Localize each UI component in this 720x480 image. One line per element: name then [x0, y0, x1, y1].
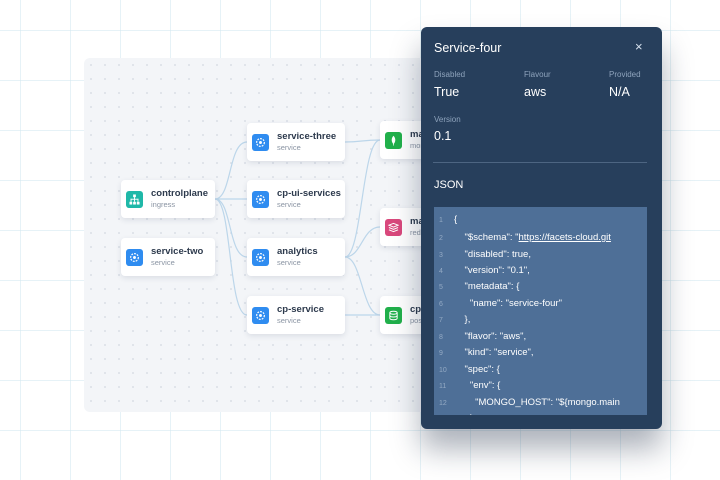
network-icon [126, 190, 143, 208]
json-heading: JSON [434, 179, 464, 191]
close-icon[interactable]: × [635, 39, 643, 54]
line-number: 12 [439, 400, 447, 407]
line-number: 10 [439, 367, 447, 374]
code-line: 8 "flavor": "aws", [434, 329, 647, 345]
schema-link[interactable]: https://facets-cloud.git [518, 232, 611, 243]
flavour-value: aws [524, 85, 547, 99]
node-kind: service [277, 143, 301, 152]
code-line: 10 "spec": { [434, 362, 647, 378]
code-text: }, [454, 413, 476, 415]
node-cp-ui-services[interactable]: cp-ui-services service [247, 180, 345, 218]
line-number: 2 [439, 235, 443, 242]
node-title: service-three [277, 131, 337, 142]
mongo-leaf-icon [385, 131, 402, 149]
service-detail-panel: Service-four × Disabled True Flavour aws… [421, 27, 662, 429]
code-text: "env": { [454, 380, 501, 391]
db-icon [385, 306, 402, 324]
gear-icon [252, 133, 269, 151]
code-text: "$schema": " [454, 232, 519, 243]
node-title: cp- [410, 304, 425, 315]
node-kind: service [277, 200, 301, 209]
provided-value: N/A [609, 85, 630, 99]
gear-icon [126, 248, 143, 266]
node-controlplane[interactable]: controlplane ingress [121, 180, 215, 218]
node-kind: redi [410, 228, 423, 237]
line-number: 9 [439, 350, 443, 357]
code-line: 11 "env": { [434, 378, 647, 394]
node-kind: service [277, 258, 301, 267]
node-title: controlplane [151, 188, 209, 199]
code-text: "spec": { [454, 364, 500, 375]
code-line: 12 "MONGO_HOST": "${mongo.main [434, 395, 647, 411]
code-line: 3 "disabled": true, [434, 247, 647, 263]
node-kind: service [151, 258, 175, 267]
gear-icon [252, 248, 269, 266]
line-number: 13 [434, 412, 454, 415]
line-number: 1 [439, 217, 443, 224]
panel-divider [433, 162, 647, 163]
node-service-three[interactable]: service-three service [247, 123, 345, 161]
redis-stack-icon [385, 218, 402, 236]
code-line: 7 }, [434, 312, 647, 328]
line-number: 6 [439, 301, 443, 308]
code-text: "disabled": true, [454, 249, 531, 260]
gear-icon [252, 190, 269, 208]
code-text: "name": "service-four" [454, 298, 562, 309]
line-number: 8 [439, 334, 443, 341]
line-number: 5 [439, 284, 443, 291]
json-code-viewer[interactable]: 1{ 2 "$schema": "https://facets-cloud.gi… [434, 207, 647, 415]
line-number: 11 [439, 383, 447, 390]
code-line: 13 }, [434, 411, 647, 415]
node-title: cp-service [277, 304, 325, 315]
flavour-label: Flavour [524, 70, 551, 79]
code-text: "metadata": { [454, 281, 520, 292]
node-cp-service[interactable]: cp-service service [247, 296, 345, 334]
disabled-label: Disabled [434, 70, 466, 79]
version-label: Version [434, 115, 461, 124]
node-title: ma [410, 129, 424, 140]
code-text: "version": "0.1", [454, 265, 530, 276]
node-kind: service [277, 316, 301, 325]
code-text: }, [454, 314, 471, 325]
node-kind: ingress [151, 200, 176, 209]
code-text: "kind": "service", [454, 347, 534, 358]
code-text: { [454, 214, 458, 225]
node-kind: pos [410, 316, 423, 325]
code-line: 4 "version": "0.1", [434, 263, 647, 279]
panel-title: Service-four [434, 41, 502, 55]
code-line: 6 "name": "service-four" [434, 296, 647, 312]
line-number: 3 [439, 252, 443, 259]
provided-label: Provided [609, 70, 641, 79]
code-text: "MONGO_HOST": "${mongo.main [454, 397, 620, 408]
code-line: 2 "$schema": "https://facets-cloud.git [434, 230, 647, 246]
gear-icon [252, 306, 269, 324]
node-analytics[interactable]: analytics service [247, 238, 345, 276]
code-text: "flavor": "aws", [454, 331, 527, 342]
node-title: ma [410, 216, 424, 227]
node-service-two[interactable]: service-two service [121, 238, 215, 276]
code-line: 1{ [434, 212, 647, 228]
line-number: 7 [439, 317, 443, 324]
node-title: cp-ui-services [277, 188, 341, 199]
line-number: 4 [439, 268, 443, 275]
code-line: 9 "kind": "service", [434, 345, 647, 361]
version-value: 0.1 [434, 129, 452, 143]
node-title: analytics [277, 246, 318, 257]
disabled-value: True [434, 85, 460, 99]
node-title: service-two [151, 246, 204, 257]
node-kind: mor [410, 141, 423, 150]
code-line: 5 "metadata": { [434, 279, 647, 295]
